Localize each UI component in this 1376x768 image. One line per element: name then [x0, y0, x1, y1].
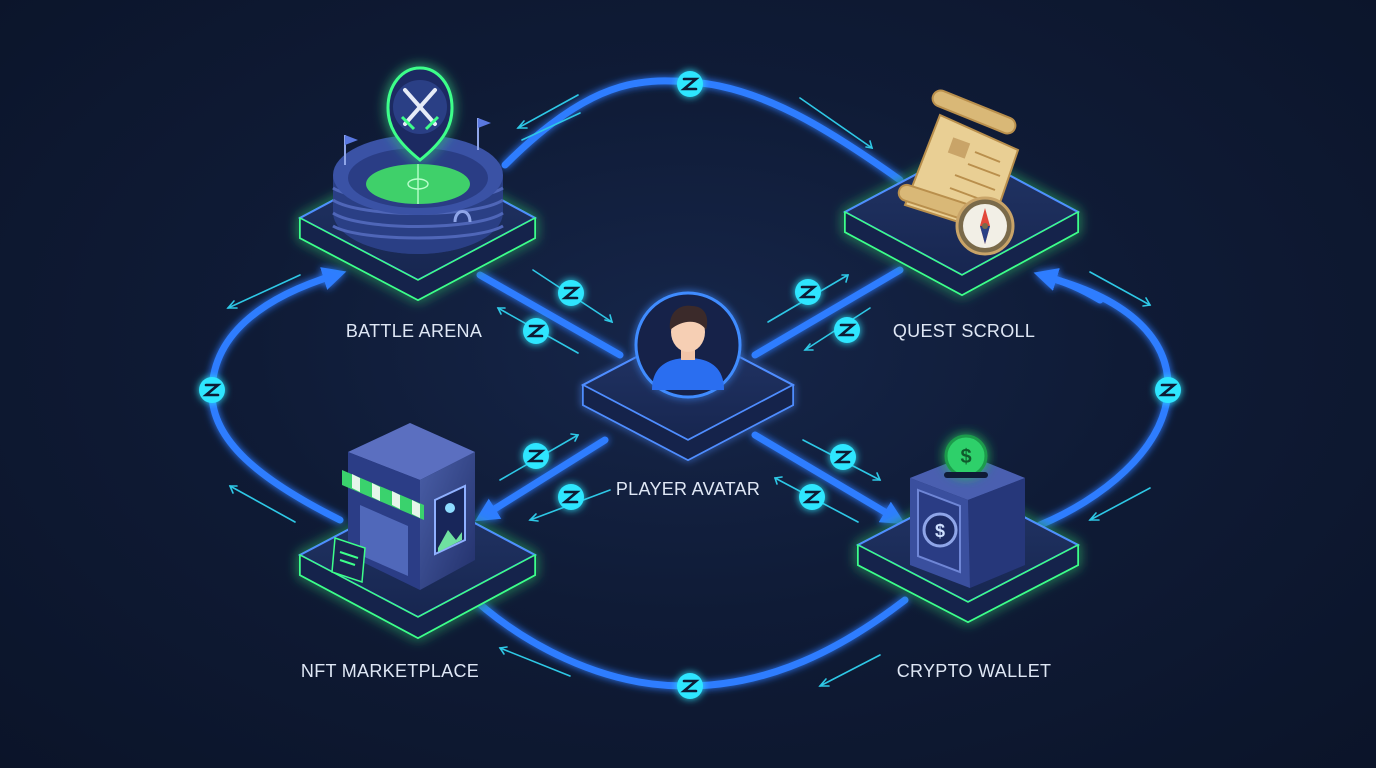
spoke-quest-scroll: [751, 266, 904, 359]
token-coin-icon: [199, 377, 225, 403]
svg-text:$: $: [960, 446, 971, 468]
stadium-with-swords-icon: [332, 66, 504, 254]
scroll-and-compass-icon: [897, 89, 1020, 256]
loop-left-lower: [208, 386, 344, 524]
loop-bottom-right: [686, 596, 909, 690]
spoke-nft-marketplace: [474, 436, 609, 522]
loop-top-left: [501, 77, 694, 169]
svg-text:$: $: [935, 521, 945, 541]
token-coin-icon: [523, 318, 549, 344]
battle-arena-label: BATTLE ARENA: [345, 321, 483, 341]
outer-loop: [208, 77, 1172, 690]
token-coin-icon: [677, 673, 703, 699]
player-avatar-label: PLAYER AVATAR: [615, 479, 761, 499]
token-coin-icon: [834, 317, 860, 343]
token-coin-icon: [523, 443, 549, 469]
loop-bottom-left: [471, 596, 694, 690]
flow-arrow: [228, 485, 296, 523]
token-coin-icon: [799, 484, 825, 510]
token-coin-icon: [795, 279, 821, 305]
flow-arrow: [799, 97, 874, 149]
loop-right-upper: [1046, 274, 1172, 394]
crypto-wallet-label: CRYPTO WALLET: [896, 661, 1052, 681]
flow-arrow: [521, 112, 581, 141]
loop-right-lower: [1036, 386, 1172, 529]
token-coin-icon: [1155, 377, 1181, 403]
loop-top-right: [686, 78, 904, 184]
flow-arrow: [516, 94, 579, 129]
flow-arrow: [1089, 271, 1152, 307]
flow-arrow: [226, 274, 301, 309]
shop-icon: [331, 423, 475, 590]
safe-with-coin-icon: $ $: [910, 434, 1025, 588]
loop-left-upper: [208, 267, 347, 394]
quest-scroll-label: QUEST SCROLL: [892, 321, 1036, 341]
flow-arrow: [818, 654, 881, 687]
spoke-crypto-wallet: [751, 431, 906, 525]
loop-right-arrow: [1033, 268, 1104, 304]
nft-marketplace-label: NFT MARKETPLACE: [300, 661, 480, 681]
flow-arrow: [498, 646, 571, 677]
token-coin-icon: [558, 280, 584, 306]
spokes: [474, 266, 906, 525]
spoke-battle-arena: [476, 271, 624, 359]
flow-arrow: [1088, 487, 1151, 521]
token-coin-icon: [677, 71, 703, 97]
token-coin-icon: [558, 484, 584, 510]
tokens: [199, 71, 1181, 699]
token-coin-icon: [830, 444, 856, 470]
user-avatar-icon: [634, 291, 742, 399]
